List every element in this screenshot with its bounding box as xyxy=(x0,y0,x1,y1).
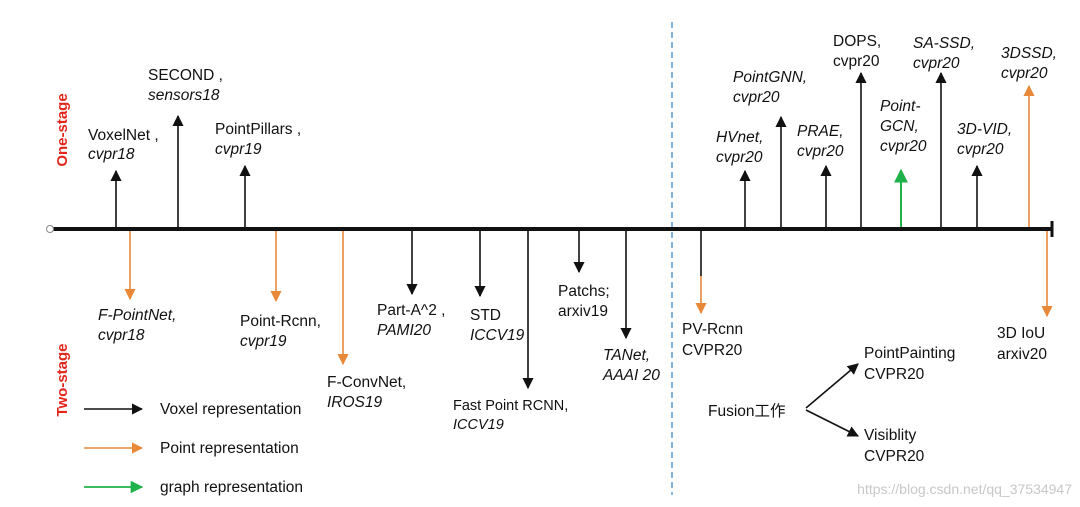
label-fastpointrcnn: Fast Point RCNN,ICCV19 xyxy=(453,398,568,433)
label-pointpillars: PointPillars ,cvpr19 xyxy=(215,121,301,158)
label-pointrcnn: Point-Rcnn,cvpr19 xyxy=(240,313,321,350)
label-second: SECOND ,sensors18 xyxy=(148,67,223,104)
label-patchs: Patchs;arxiv19 xyxy=(558,283,610,320)
label-parta2: Part-A^2 ,PAMI20 xyxy=(377,302,445,339)
legend-voxel-label: Voxel representation xyxy=(160,401,301,418)
label-sassd: SA-SSD,cvpr20 xyxy=(913,35,975,72)
label-voxelnet: VoxelNet ,cvpr18 xyxy=(88,127,159,163)
label-fpointnet: F-PointNet,cvpr18 xyxy=(98,307,176,344)
legend-graph-label: graph representation xyxy=(160,479,303,496)
label-hvnet: HVnet,cvpr20 xyxy=(716,129,763,166)
watermark: https://blog.csdn.net/qq_37534947 xyxy=(857,481,1072,497)
label-dops: DOPS,cvpr20 xyxy=(833,33,881,70)
two-stage-label: Two-stage xyxy=(54,343,71,416)
label-3dvid: 3D-VID,cvpr20 xyxy=(957,121,1012,158)
label-pointgnn: PointGNN,cvpr20 xyxy=(733,69,807,106)
legend-point-label: Point representation xyxy=(160,440,299,457)
fusion-branch-down xyxy=(805,409,860,437)
label-fconvnet: F-ConvNet,IROS19 xyxy=(327,374,406,411)
label-prae: PRAE,cvpr20 xyxy=(797,123,844,160)
fusion-branch-up xyxy=(805,363,859,409)
one-stage-label: One-stage xyxy=(54,93,71,166)
timeline-start-dot xyxy=(46,225,54,233)
fusion-label: Fusion工作 xyxy=(708,402,786,420)
label-tanet: TANet,AAAI 20 xyxy=(602,347,660,384)
label-3dssd: 3DSSD,cvpr20 xyxy=(1001,45,1057,82)
label-pointgcn: Point-GCN,cvpr20 xyxy=(880,98,927,155)
legend: Voxel representation Point representatio… xyxy=(84,401,303,496)
